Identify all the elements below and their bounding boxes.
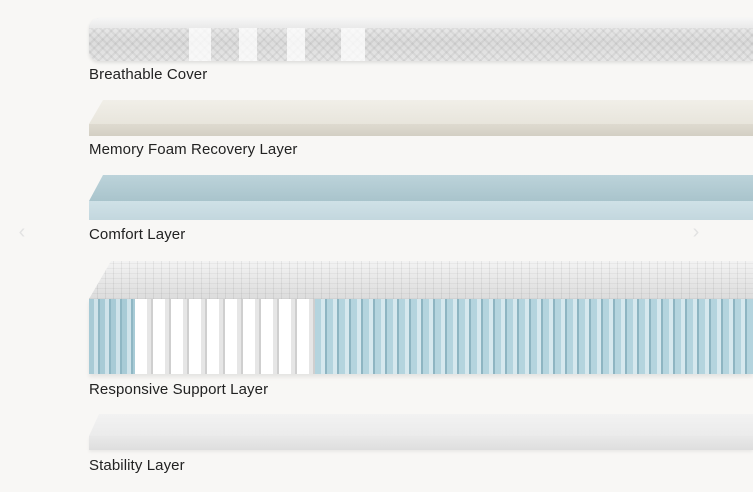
breathable-cover-layer [89, 18, 753, 61]
chevron-left-icon[interactable]: ‹ [18, 221, 26, 243]
pocketed-coils-blue [315, 299, 753, 374]
stability-layer-label: Stability Layer [89, 457, 185, 474]
stability-layer-side [89, 436, 753, 450]
memory-foam-label: Memory Foam Recovery Layer [89, 141, 298, 158]
wrapped-coils-white [135, 299, 315, 374]
chevron-right-icon[interactable]: › [692, 221, 700, 243]
support-layer-label: Responsive Support Layer [89, 381, 269, 398]
comfort-layer-label: Comfort Layer [89, 226, 186, 243]
edge-coils [89, 299, 135, 374]
support-layer-coils [89, 299, 753, 374]
comfort-layer-top [89, 175, 753, 201]
comfort-layer-side [89, 201, 753, 220]
memory-foam-layer-side [89, 124, 753, 136]
stability-layer-top [89, 414, 753, 436]
memory-foam-layer-top [89, 100, 753, 124]
breathable-cover-label: Breathable Cover [89, 66, 208, 83]
support-layer-top [89, 261, 753, 299]
